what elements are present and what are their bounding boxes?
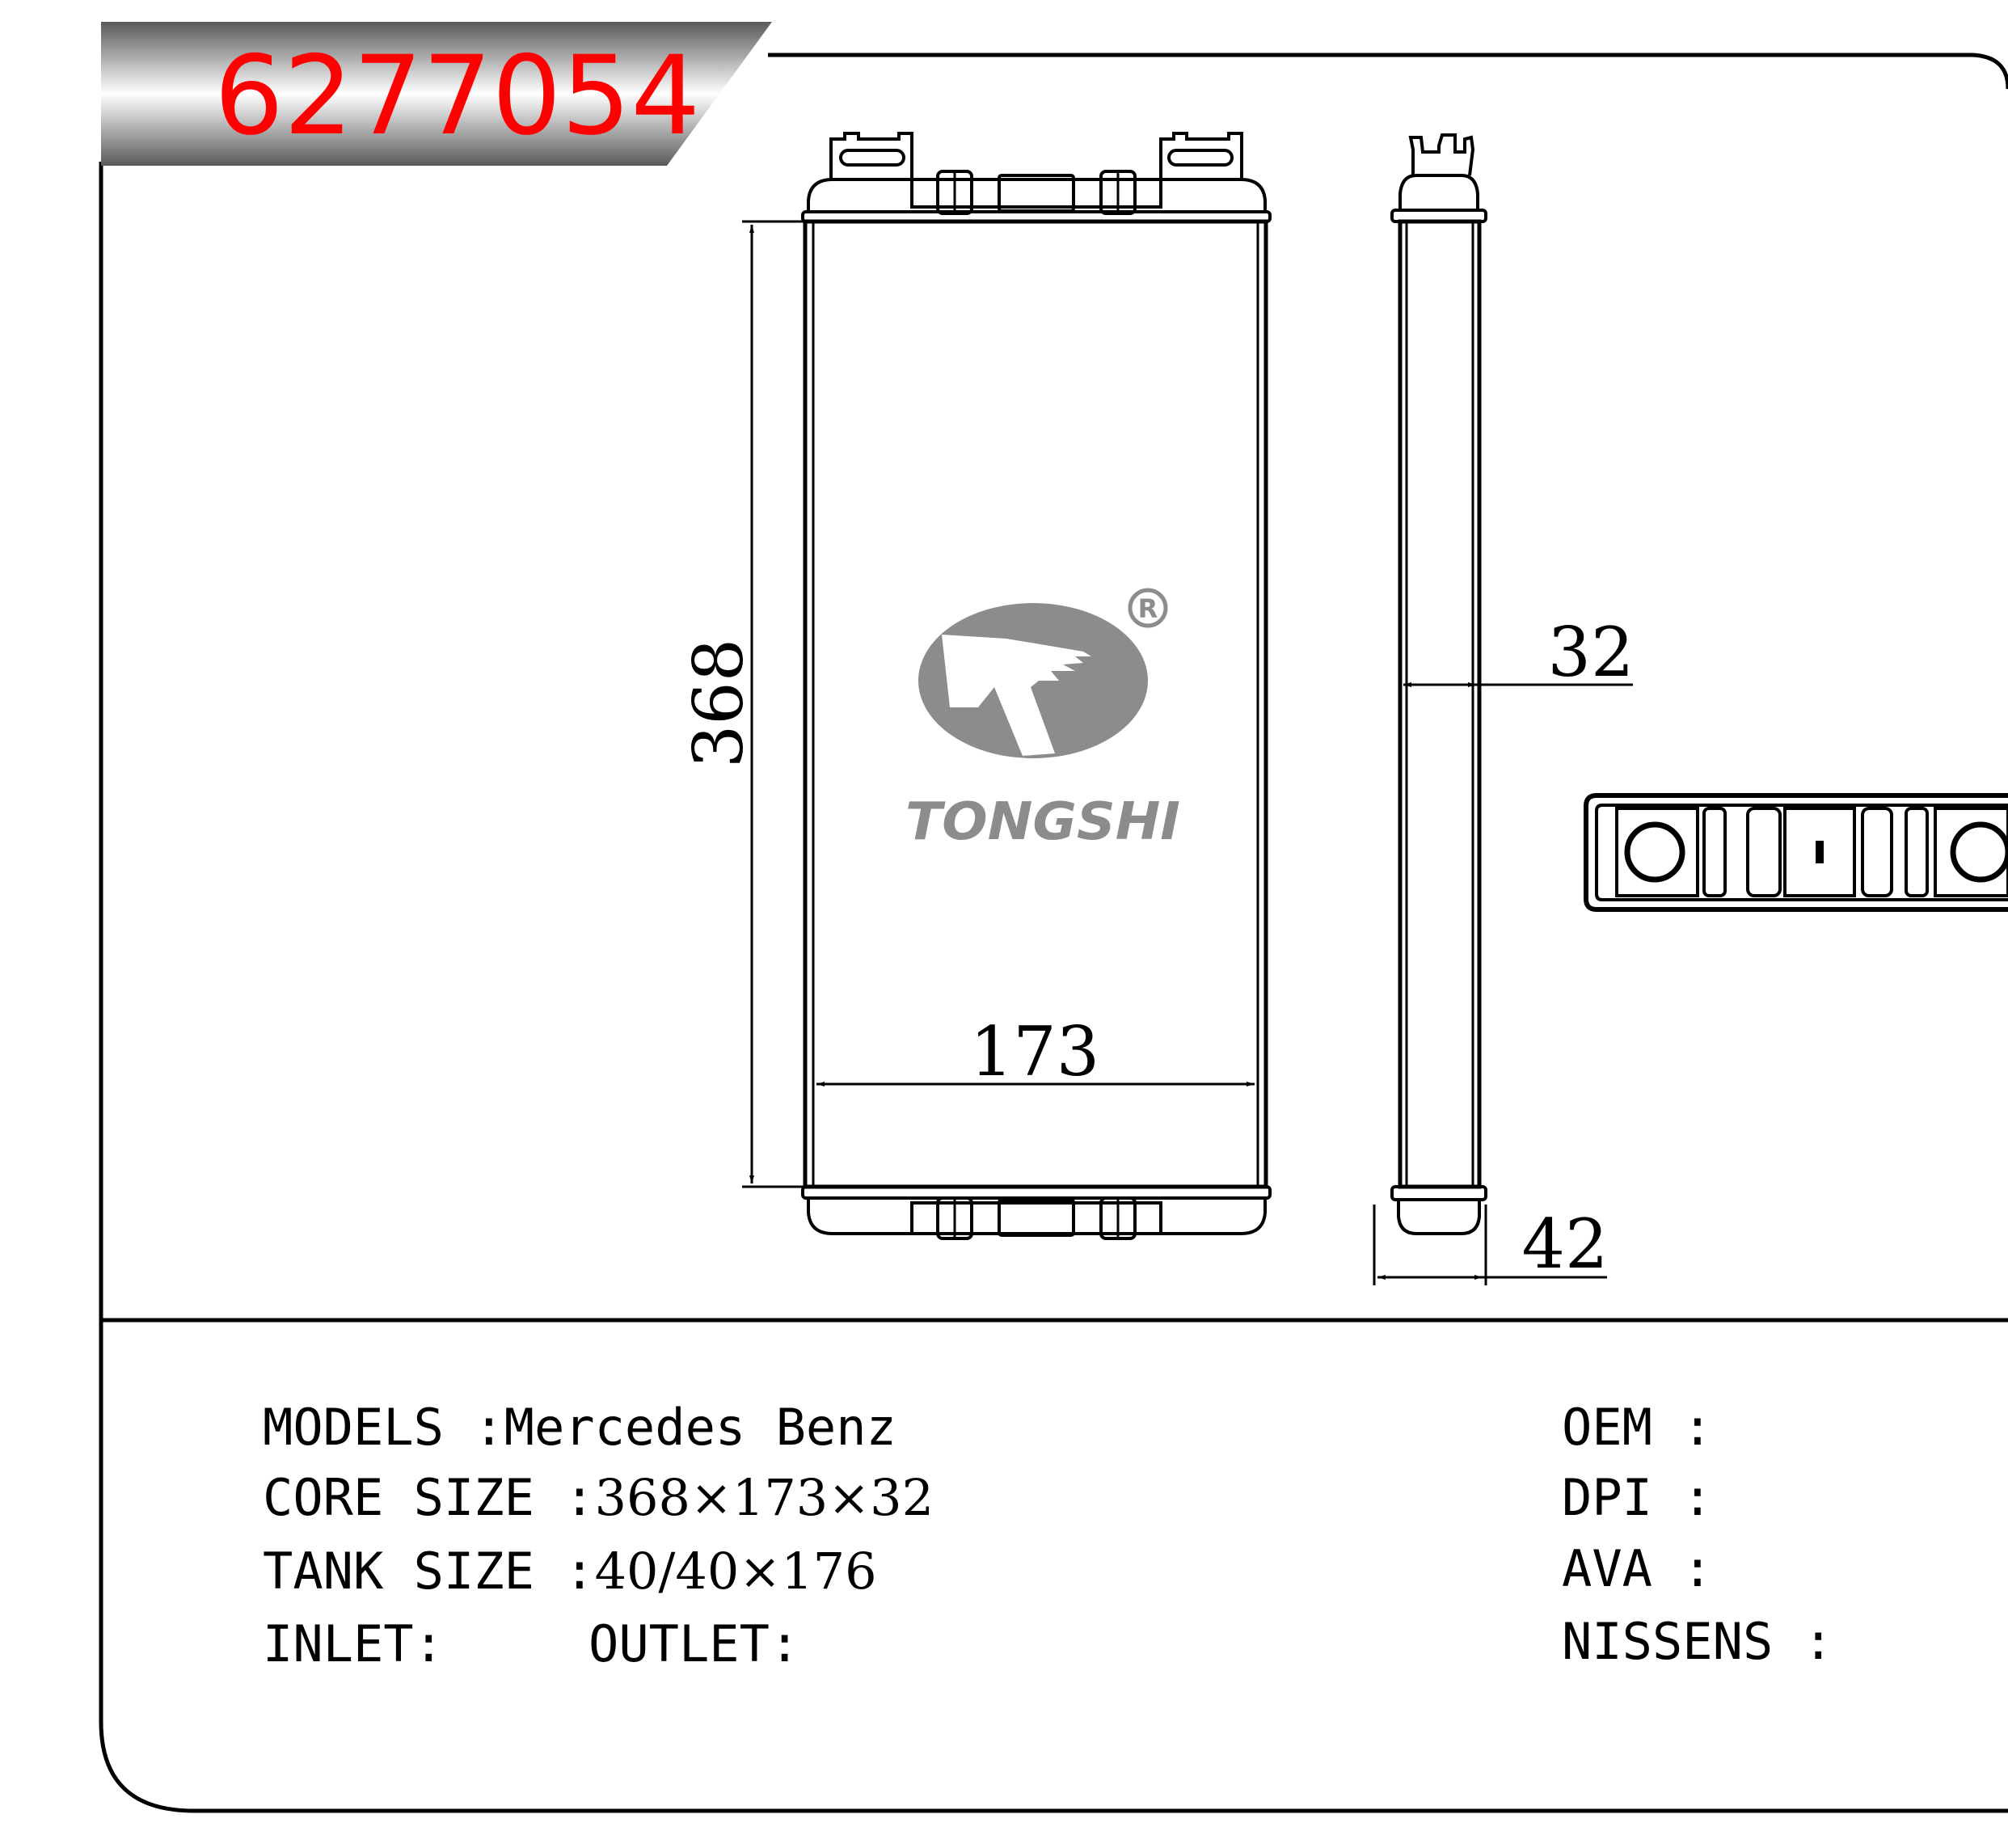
core-size-row: CORE SIZE :368×173×32 xyxy=(263,1473,934,1523)
front-view xyxy=(801,132,1272,1240)
oem-label: OEM : xyxy=(1562,1398,1713,1457)
models-value: Mercedes Benz xyxy=(504,1398,896,1457)
part-number-banner: 6277054 xyxy=(101,22,772,166)
height-dimension xyxy=(742,220,805,1188)
core-size-label: CORE SIZE : xyxy=(263,1468,595,1527)
brand-name: TONGSHI xyxy=(905,792,1180,852)
registered-mark-circle xyxy=(1128,588,1168,628)
tongshi-logo: R TONGSHI xyxy=(905,588,1180,852)
part-number: 6277054 xyxy=(214,32,700,159)
top-right-bracket xyxy=(1159,132,1243,179)
tank-size-row: TANK SIZE :40/40×176 xyxy=(263,1546,877,1597)
width-label: 173 xyxy=(970,1012,1099,1091)
tank-depth-label: 42 xyxy=(1522,1205,1609,1284)
height-label: 368 xyxy=(679,639,758,768)
outlet-label: OUTLET: xyxy=(588,1614,800,1673)
dpi-label: DPI : xyxy=(1562,1468,1713,1527)
registered-mark: R xyxy=(1138,593,1158,624)
side-view xyxy=(1390,133,1487,1235)
ava-label: AVA : xyxy=(1562,1539,1713,1598)
models-row: MODELS :Mercedes Benz xyxy=(263,1403,896,1453)
nissens-label: NISSENS : xyxy=(1562,1612,1833,1671)
tank-size-label: TANK SIZE : xyxy=(263,1542,595,1601)
side-core xyxy=(1398,219,1482,1189)
side-bracket xyxy=(1408,133,1475,176)
core-size-value: 368×173×32 xyxy=(594,1468,934,1527)
models-label: MODELS : xyxy=(263,1398,504,1457)
inlet-label: INLET: xyxy=(263,1614,444,1673)
tank-depth-dimension xyxy=(1373,1205,1607,1285)
connector-view xyxy=(1584,793,2008,912)
top-left-bracket xyxy=(829,132,913,179)
depth-label: 32 xyxy=(1548,613,1635,692)
sheet-frame xyxy=(99,53,2008,1813)
tank-size-value: 40/40×176 xyxy=(594,1542,877,1601)
